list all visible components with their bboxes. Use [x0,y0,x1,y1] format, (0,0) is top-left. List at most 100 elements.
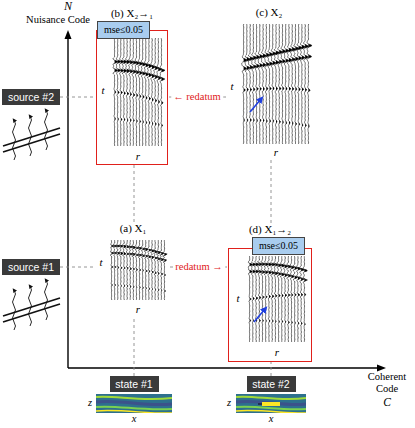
wiggle-trace [248,24,253,144]
wiggle-fill [136,240,139,300]
wiggle-trace [116,38,121,146]
wiggle-fill [275,256,279,342]
wiggle-trace [293,256,298,342]
state-tag: state #1 [110,376,159,392]
wiggle-trace [242,24,248,144]
wiggle-fill [115,240,119,300]
wiggle-trace [261,256,267,342]
model-axis-label: z [227,397,231,409]
wiggle-trace [300,24,306,144]
wiggle-fill [304,256,307,342]
wiggle-fill [136,38,140,146]
panel-axis-label: r [274,146,278,159]
source-sketch [3,280,60,330]
wiggle-fill [121,240,124,300]
wiggle-fill [289,24,293,144]
wiggle-trace [157,38,162,146]
gather-panel: (d) X₁→₂ [228,248,312,362]
wiggle-trace [159,240,163,300]
tag-text: state #2 [252,377,289,391]
wiggle-fill [127,240,130,300]
redatum-label: redatum → [173,261,225,273]
state-tag: state #2 [247,376,296,392]
panel-heading: (c) X₂ [256,6,283,19]
wiggle-fill [257,24,261,144]
axis-title: Nuisance Code [26,14,90,26]
axis-arrow [65,30,387,372]
wiggle-fill [152,38,156,146]
metric-badge: mse≤0.05 [97,21,150,39]
wiggle-trace [294,24,299,144]
panel-axis-label: t [99,256,102,269]
guide-connector [271,362,272,376]
tag-text: mse≤0.05 [259,239,298,253]
wiggle-gather [113,38,165,146]
wiggle-trace [290,24,295,144]
wiggle-fill [127,38,130,146]
panel-axis-label: t [236,292,239,305]
axis-title: Coherent Code [360,371,414,395]
source-tag: source #1 [2,259,60,275]
wiggle-fill [292,24,296,144]
panel-axis-label: r [136,150,140,163]
wiggle-trace [271,24,276,144]
wiggle-trace [255,24,260,144]
wiggle-trace [297,24,303,144]
tag-text: state #1 [115,377,152,391]
panel-axis-label: r [275,346,279,359]
wiggle-trace [147,240,152,300]
wiggle-trace [122,240,126,300]
wiggle-fill [285,256,288,342]
wiggle-fill [247,24,251,144]
wiggle-trace [113,240,118,300]
wiggle-fill [143,240,147,300]
wiggle-trace [258,24,263,144]
wiggle-trace [265,24,271,144]
wiggle-fill [253,256,256,342]
wiggle-fill [155,240,158,300]
wiggle-trace [125,240,130,300]
wiggle-fill [133,38,136,146]
axis-symbol: C [383,396,391,409]
wiggle-trace [255,256,260,342]
wiggle-gather [110,240,167,300]
redatum-label: ← redatum [171,91,223,103]
wiggle-trace [245,24,251,144]
wiggle-fill [279,24,283,144]
wiggle-trace [119,38,124,146]
guide-connector [134,318,135,376]
wiggle-fill [140,240,143,300]
wiggle-trace [154,38,159,146]
wiggle-fill [279,256,283,342]
wiggle-fill [266,24,270,144]
wiggle-fill [158,240,161,300]
wiggle-trace [300,256,305,342]
gather-panel: (c) X₂ [226,20,312,160]
wiggle-trace [248,256,253,342]
wiggle-fill [270,24,274,144]
wiggle-fill [155,38,159,146]
wiggle-fill [250,24,254,144]
wiggle-trace [151,38,156,146]
wiggle-trace [267,256,272,342]
panel-axis-label: r [136,303,140,316]
wiggle-trace [284,256,289,342]
wiggle-trace [144,38,149,146]
metric-badge: mse≤0.05 [252,237,305,255]
wiggle-trace [141,240,146,300]
wiggle-trace [280,256,285,342]
panel-heading: (b) X₂→₁ [111,7,153,20]
wiggle-trace [113,38,118,146]
guide-connector [271,160,272,223]
wiggle-fill [146,240,149,300]
wiggle-fill [118,240,122,300]
wiggle-fill [140,38,144,146]
wiggle-fill [282,256,285,342]
wiggle-trace [135,38,140,146]
wiggle-trace [303,256,307,342]
wiggle-fill [121,38,124,146]
wiggle-trace [150,240,155,300]
wiggle-fill [115,38,118,146]
model-axis-label: x [132,413,137,425]
